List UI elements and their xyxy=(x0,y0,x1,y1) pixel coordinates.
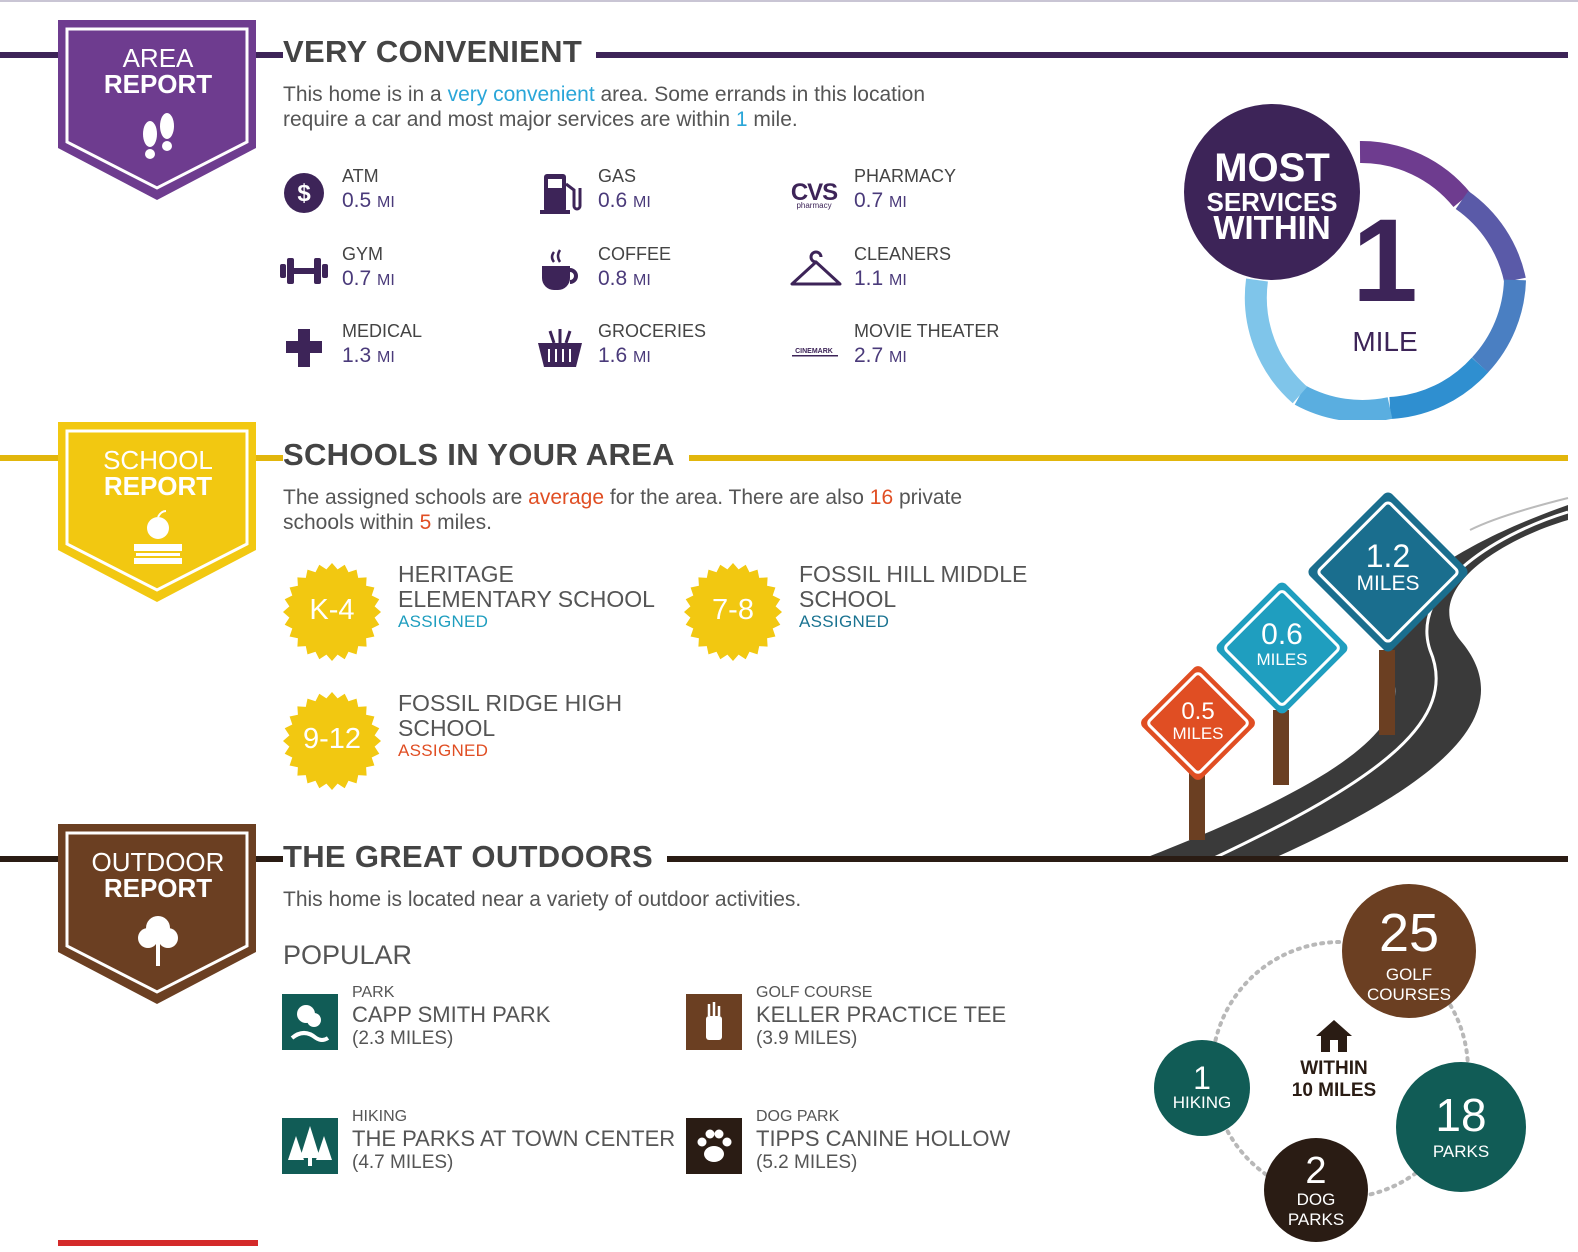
school-intro: The assigned schools are average for the… xyxy=(283,486,963,534)
area-badge-line2: REPORT xyxy=(103,69,213,99)
activity-name: CAPP SMITH PARK xyxy=(352,1002,551,1027)
school-badge-line2: REPORT xyxy=(103,471,213,501)
convenience-rating: very convenient xyxy=(447,83,595,106)
house-icon xyxy=(1316,1020,1352,1052)
service-groceries: GROCERIES 1.6 MI xyxy=(534,321,784,377)
activity-hiking: HIKING THE PARKS AT TOWN CENTER (4.7 MIL… xyxy=(282,1108,682,1178)
next-section-edge xyxy=(58,1240,258,1246)
cinemark-logo-icon: CINEMARK xyxy=(792,348,838,357)
graphic-number: 1 xyxy=(1352,195,1418,327)
area-rule xyxy=(0,52,1568,58)
private-school-count: 16 xyxy=(869,486,894,509)
grade-seal xyxy=(283,563,381,661)
school-report-badge: SCHOOL REPORT xyxy=(58,422,258,604)
service-gym: GYM 0.7 MI xyxy=(278,244,528,300)
graphic-within: WITHIN xyxy=(1213,209,1331,246)
grade-seal xyxy=(283,692,381,790)
graphic-unit: MILE xyxy=(1352,326,1418,357)
service-radius: 1 xyxy=(735,108,748,131)
outdoor-heading: THE GREAT OUTDOORS xyxy=(283,839,667,875)
pine-trees-icon xyxy=(282,1118,338,1174)
activity-name: THE PARKS AT TOWN CENTER xyxy=(352,1126,676,1151)
grade-seal xyxy=(684,563,782,661)
service-atm: $ ATM 0.5 MI xyxy=(278,166,528,222)
coffee-cup-icon xyxy=(542,249,578,290)
outdoor-report-badge: OUTDOOR REPORT xyxy=(58,824,258,1006)
activity-name: KELLER PRACTICE TEE xyxy=(756,1002,1007,1027)
apple-books-icon xyxy=(134,510,182,564)
services-radius-graphic: MOST SERVICES WITHIN 1 MILE xyxy=(1180,100,1540,420)
medical-cross-icon xyxy=(286,329,322,367)
service-cleaners: CLEANERS 1.1 MI xyxy=(790,244,1040,300)
school-badge-line1: SCHOOL xyxy=(103,445,213,475)
activity-park: PARK CAPP SMITH PARK (2.3 MILES) xyxy=(282,984,682,1054)
school-radius: 5 xyxy=(419,511,432,534)
service-movie-theater: CINEMARK MOVIE THEATER 2.7 MI xyxy=(790,321,1040,377)
service-gas: GAS 0.6 MI xyxy=(534,166,784,222)
gas-pump-icon xyxy=(540,174,582,214)
park-icon xyxy=(282,994,338,1050)
top-hairline xyxy=(0,0,1578,2)
footprints-icon xyxy=(143,113,174,159)
school-status: ASSIGNED xyxy=(398,612,489,631)
dumbbell-icon xyxy=(280,258,328,284)
school-rating: average xyxy=(528,486,605,509)
graphic-most: MOST xyxy=(1214,146,1330,190)
tree-icon xyxy=(138,916,178,966)
outdoor-summary-graphic: WITHIN 10 MILES 25 GOLF COURSES 1 HIKING… xyxy=(1150,880,1570,1248)
svg-text:$: $ xyxy=(297,180,311,207)
summary-parks: 18 PARKS xyxy=(1396,1062,1526,1192)
area-intro: This home is in a very convenient area. … xyxy=(283,83,926,131)
school-heading: SCHOOLS IN YOUR AREA xyxy=(283,437,689,473)
summary-center-line2: 10 MILES xyxy=(1291,1080,1377,1101)
area-badge-line1: AREA xyxy=(122,43,194,73)
summary-golf-courses: 25 GOLF COURSES xyxy=(1342,884,1476,1018)
hanger-icon xyxy=(790,250,842,286)
service-medical: MEDICAL 1.3 MI xyxy=(278,321,528,377)
outdoor-badge-line2: REPORT xyxy=(103,873,213,903)
summary-hiking: 1 HIKING xyxy=(1154,1040,1250,1136)
summary-center-line1: WITHIN xyxy=(1300,1058,1368,1079)
area-report-badge: AREA REPORT xyxy=(58,20,258,202)
golf-bag-icon xyxy=(686,994,742,1050)
area-heading: VERY CONVENIENT xyxy=(283,34,597,70)
school-status: ASSIGNED xyxy=(799,612,890,631)
school-status: ASSIGNED xyxy=(398,741,489,760)
activity-golf: GOLF COURSE KELLER PRACTICE TEE (3.9 MIL… xyxy=(686,984,1086,1054)
paw-icon xyxy=(686,1118,742,1174)
service-coffee: COFFEE 0.8 MI xyxy=(534,244,784,300)
svg-text:pharmacy: pharmacy xyxy=(796,201,831,210)
outdoor-intro: This home is located near a variety of o… xyxy=(283,888,802,911)
basket-icon xyxy=(538,329,582,367)
summary-dog-parks: 2 DOG PARKS xyxy=(1264,1138,1368,1242)
popular-label: POPULAR xyxy=(283,940,413,970)
activity-dog-park: DOG PARK TIPPS CANINE HOLLOW (5.2 MILES) xyxy=(686,1108,1086,1178)
dollar-icon: $ xyxy=(284,173,324,213)
svg-text:CINEMARK: CINEMARK xyxy=(795,348,833,355)
graphic-services: SERVICES xyxy=(1206,187,1338,217)
svg-text:CVS: CVS xyxy=(791,179,838,206)
activity-name: TIPPS CANINE HOLLOW xyxy=(756,1126,1011,1151)
school-rule xyxy=(0,455,1568,461)
outdoor-rule xyxy=(0,856,1568,862)
outdoor-badge-line1: OUTDOOR xyxy=(91,847,225,877)
